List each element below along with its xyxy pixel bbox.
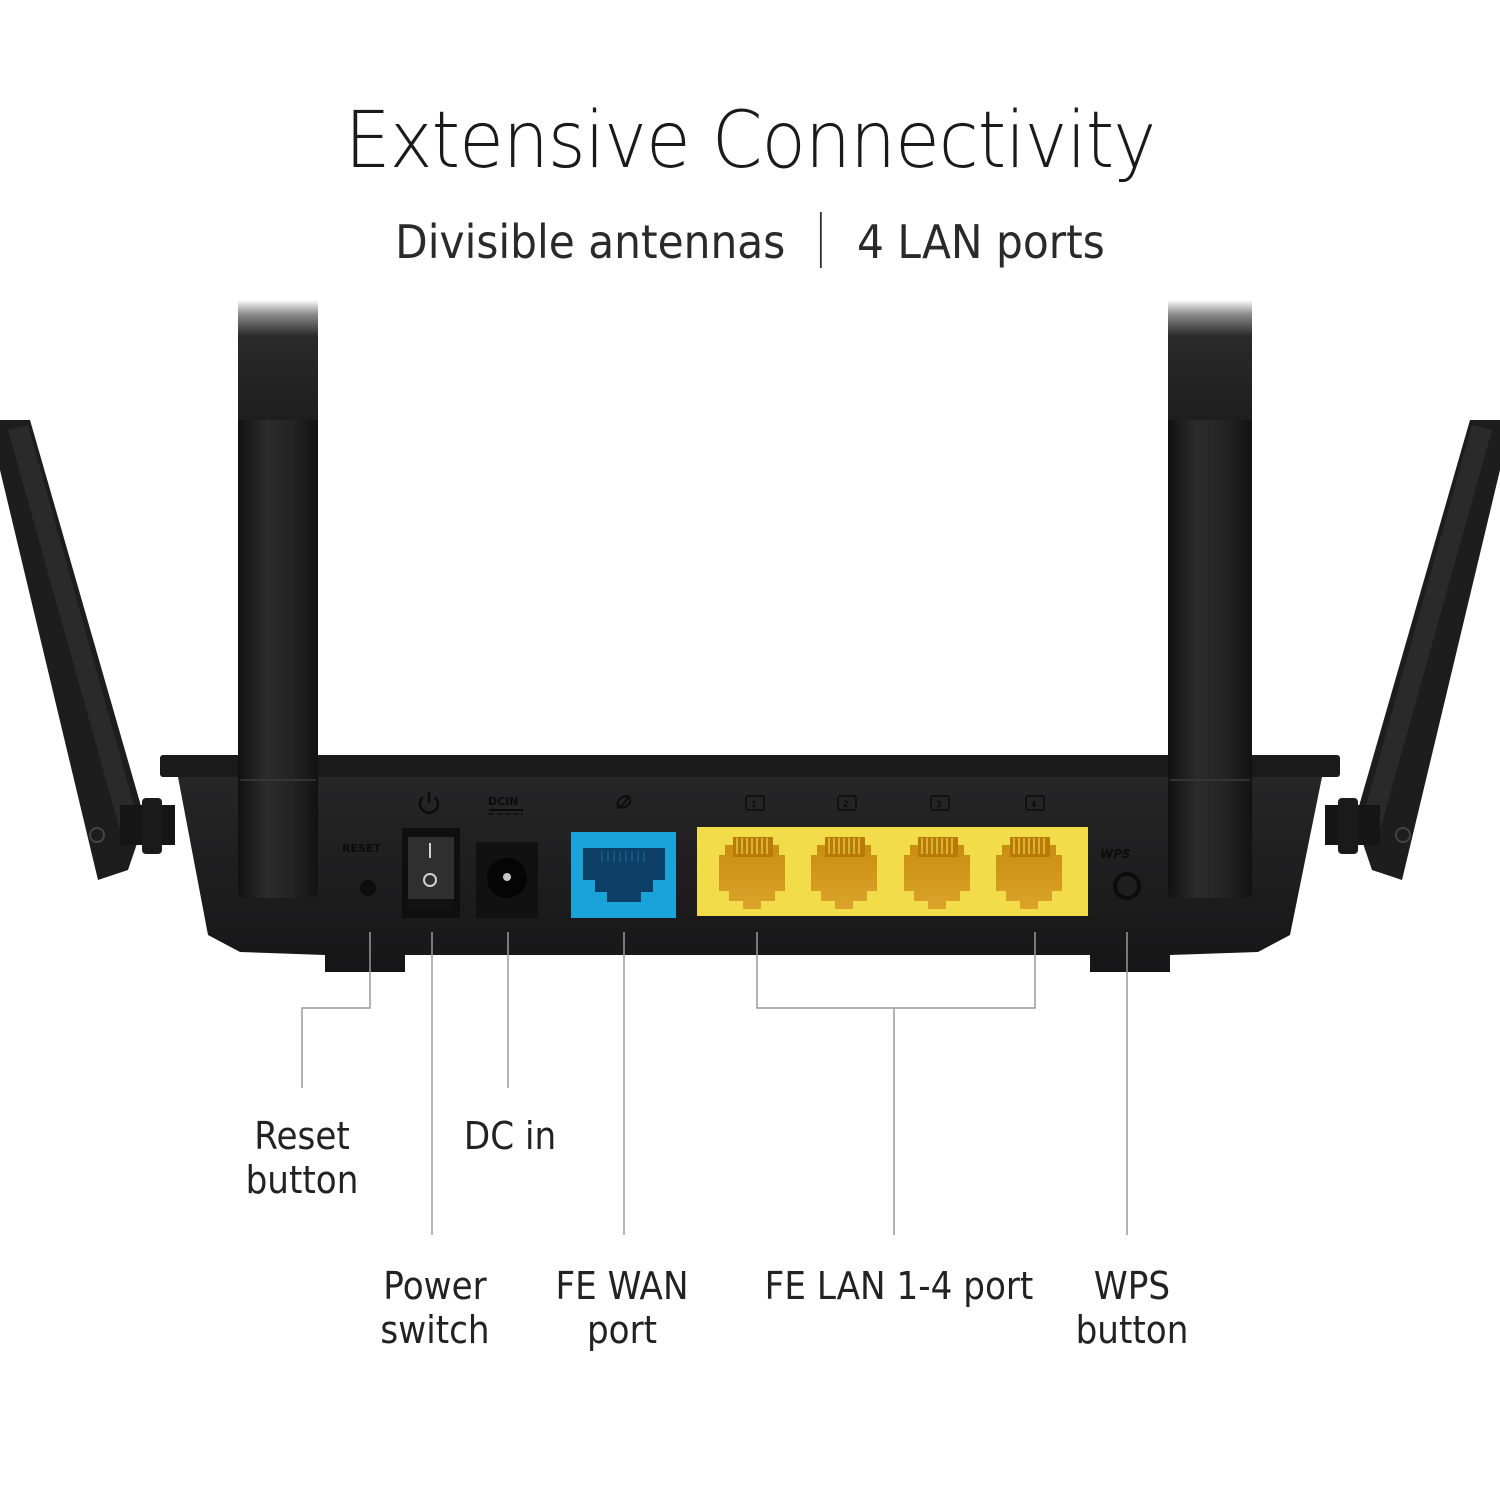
callout-fe-wan-port: FE WAN port: [555, 1264, 689, 1352]
subtitle-lan-ports: 4 LAN ports: [857, 215, 1105, 269]
antenna-inner-left: [238, 300, 318, 898]
reset-marking: RESET: [342, 842, 381, 855]
leader-lan-bracket: [756, 932, 1036, 1009]
lan-1-marking: 1: [751, 800, 756, 810]
router-top-lip: [160, 755, 1340, 777]
leader-reset: [301, 932, 371, 1088]
lan-3-marking: 3: [936, 800, 941, 810]
lan-port-3: [904, 837, 970, 909]
reset-hole: [360, 880, 376, 896]
dc-in-marking: DCIN: [488, 795, 519, 808]
lan-2-marking: 2: [843, 800, 848, 810]
lan-port-block: [697, 827, 1088, 916]
lan-4-marking: 4: [1031, 800, 1036, 810]
globe-icon: [616, 795, 632, 809]
wps-button: [1117, 876, 1137, 896]
page-title: Extensive Connectivity: [344, 96, 1156, 186]
lan-port-4: [996, 837, 1062, 909]
power-icon: [418, 792, 440, 814]
callout-fe-lan-ports: FE LAN 1-4 port: [764, 1264, 1034, 1308]
lan-port-1: [719, 837, 785, 909]
lan-port-2: [811, 837, 877, 909]
wan-port: [571, 832, 676, 918]
subtitle-divider: [820, 212, 823, 268]
callout-dc-in: DC in: [463, 1114, 557, 1158]
antenna-outer-right: [1325, 420, 1500, 880]
power-switch: [402, 828, 460, 918]
callout-leader-lines: [301, 932, 1128, 1235]
subtitle: Divisible antennas 4 LAN ports: [60, 212, 1440, 269]
antenna-outer-left: [0, 420, 175, 880]
callout-reset-button: Reset button: [245, 1114, 359, 1202]
wps-marking: WPS: [1100, 847, 1131, 861]
lan-number-markings: [745, 795, 1045, 811]
subtitle-antennas: Divisible antennas: [395, 215, 786, 269]
antenna-inner-right: [1168, 300, 1252, 898]
callout-power-switch: Power switch: [380, 1264, 490, 1352]
callout-wps-button: WPS button: [1075, 1264, 1189, 1352]
dc-in-jack: [476, 842, 538, 918]
